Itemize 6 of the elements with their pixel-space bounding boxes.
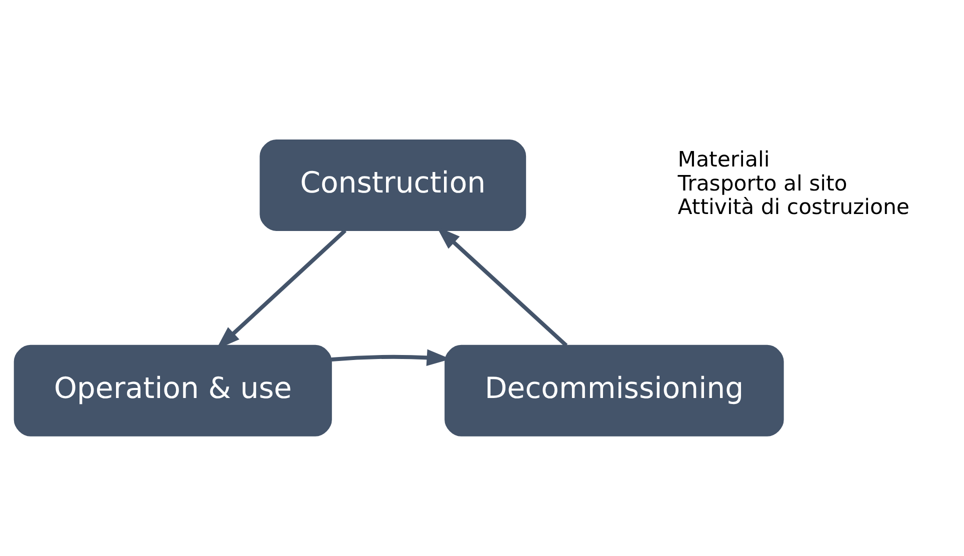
node-label: Trasporto al sito (678, 170, 848, 196)
node-box: Decommissioning (444, 344, 784, 436)
node-box: Construction (260, 140, 526, 231)
node-box: Operation & use (14, 344, 332, 436)
node-label: Materiali (678, 146, 770, 172)
node-label: Attività di costruzione (678, 194, 910, 220)
